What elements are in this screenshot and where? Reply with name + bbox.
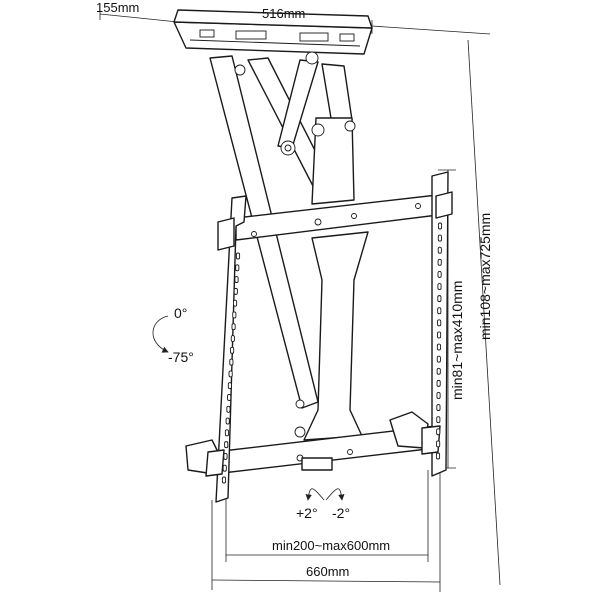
dim-line-height	[467, 39, 501, 586]
rail-slot	[436, 416, 441, 424]
rail-slot	[436, 428, 441, 436]
tilt-arm	[209, 51, 369, 441]
rail-slot	[222, 464, 227, 472]
left-rail-holes	[221, 252, 241, 484]
tilt-arrow-icon	[152, 315, 169, 353]
rail-slot	[436, 379, 441, 387]
label-top-depth: 155mm	[96, 0, 139, 15]
right-vertical-rail	[389, 171, 453, 477]
rail-slot	[436, 440, 441, 448]
label-vesa-vertical: min81~max410mm	[449, 281, 465, 400]
rail-slot	[232, 311, 237, 319]
rail-slot	[437, 295, 442, 303]
rail-slot	[436, 392, 441, 399]
rail-slot	[437, 258, 442, 266]
label-bracket-width: 660mm	[306, 564, 349, 579]
rail-slot	[231, 323, 236, 331]
rail-slot	[437, 234, 442, 242]
dim-extension	[371, 25, 491, 35]
rail-slot	[228, 370, 233, 378]
rail-slot	[437, 246, 442, 254]
rail-slot	[437, 283, 442, 290]
rail-slot	[437, 331, 442, 339]
rail-slot	[437, 319, 442, 327]
rail-slot	[235, 252, 241, 260]
rail-slot	[437, 270, 442, 278]
rail-slot	[223, 452, 228, 460]
rail-slot	[230, 335, 235, 342]
rail-slot	[227, 382, 232, 390]
rail-slot	[437, 222, 443, 230]
rail-slot	[234, 276, 239, 284]
dim-line-bracket-width	[211, 579, 441, 583]
rail-slot	[226, 405, 231, 413]
right-rail-holes	[435, 222, 443, 460]
rail-slot	[435, 452, 441, 460]
rail-slot	[436, 404, 441, 412]
label-swivel-right: -2°	[332, 505, 350, 521]
rail-slot	[437, 307, 442, 315]
left-vertical-rail	[185, 195, 247, 503]
rail-slot	[233, 299, 238, 307]
label-vesa-horizontal: min200~max600mm	[272, 538, 390, 553]
rail-slot	[224, 441, 229, 449]
rail-slot	[229, 358, 234, 366]
rail-slot	[225, 417, 230, 425]
rail-slot	[221, 476, 227, 484]
label-tilt-lower: -75°	[168, 349, 194, 365]
rail-slot	[235, 264, 240, 272]
label-top-width: 516mm	[262, 6, 305, 21]
rail-slot	[436, 355, 441, 363]
rail-slot	[436, 343, 441, 351]
rail-slot	[233, 287, 238, 295]
dim-line-depth	[99, 13, 179, 23]
label-swivel-left: +2°	[296, 505, 318, 521]
label-height-range: min108~max725mm	[477, 213, 493, 340]
rail-slot	[224, 429, 229, 437]
swivel-arrow-icon	[305, 488, 345, 501]
rail-slot	[227, 394, 232, 401]
label-tilt-upper: 0°	[174, 305, 187, 321]
ceiling-plate	[173, 9, 373, 55]
rail-slot	[436, 367, 441, 375]
rail-slot	[230, 346, 235, 354]
